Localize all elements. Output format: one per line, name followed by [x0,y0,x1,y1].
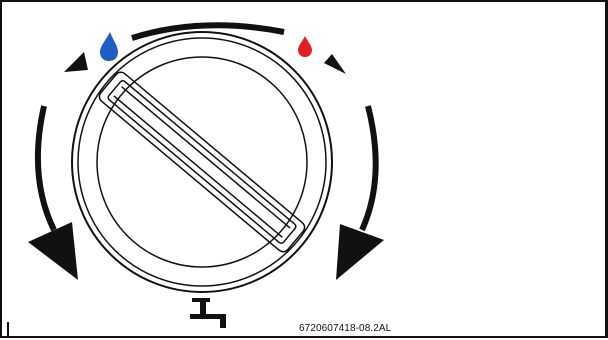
knob-middle-ring [77,37,327,287]
cold-pointer-triangle-icon [64,52,88,72]
knob-inner-ring [96,56,308,268]
temperature-knob[interactable] [71,31,333,293]
faucet-tap-icon [190,298,226,328]
hot-pointer-triangle-icon [324,54,346,74]
temperature-scale-arc [131,22,285,41]
rotate-counterclockwise-arrow-icon [28,105,78,280]
rotate-clockwise-arrow-icon [336,105,384,280]
knob-outer-ring [71,31,333,293]
blue-water-drop-icon [100,32,118,61]
knob-grip-bar [98,71,306,253]
red-water-drop-icon [298,36,312,57]
figure-reference-code: 6720607418-08.2AL [299,323,392,334]
